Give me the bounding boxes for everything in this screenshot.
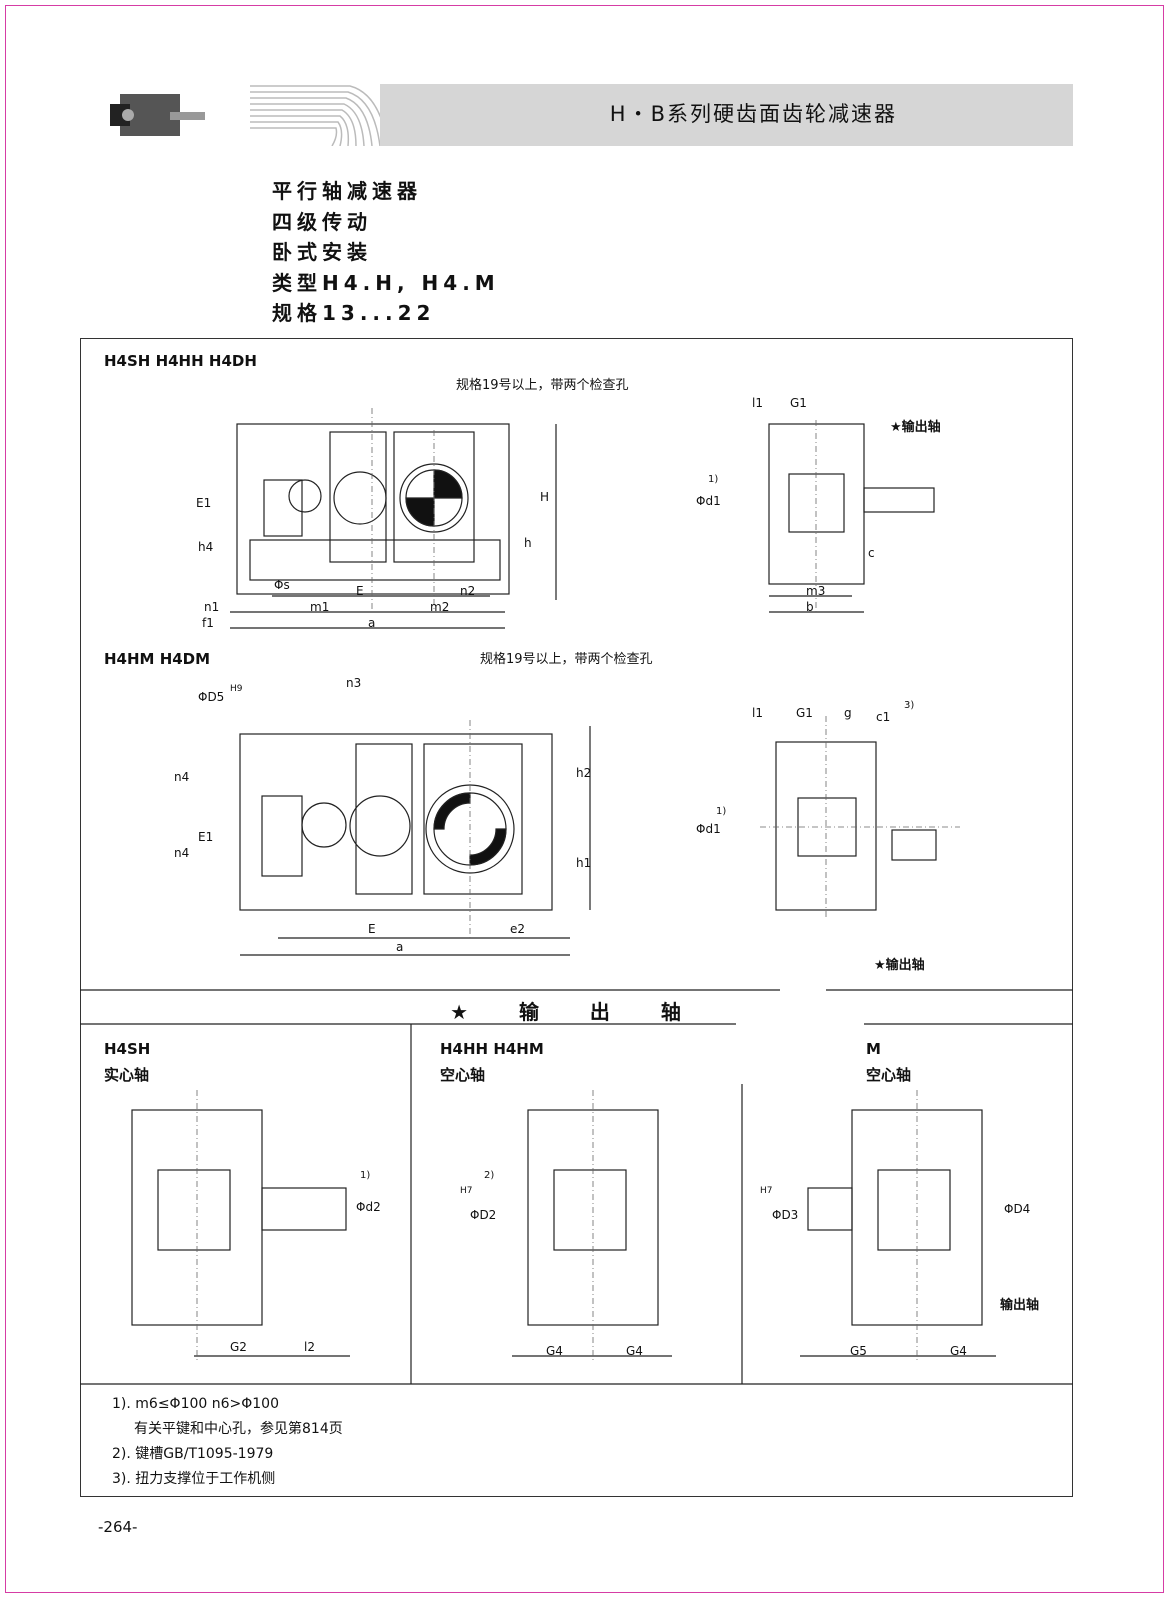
footnotes: 1). m6≤Φ100 n6>Φ100 有关平键和中心孔，参见第814页 2).… <box>112 1392 343 1492</box>
section2-note: 规格19号以上，带两个检查孔 <box>480 652 653 667</box>
section1-output-label: ★输出轴 <box>890 420 941 435</box>
intro-line-sizes: 规格13...22 <box>272 301 436 325</box>
drawing-panel <box>80 338 1073 1497</box>
dim-H9: H9 <box>230 684 243 694</box>
dim-phi-d1: Φd1 <box>696 494 721 508</box>
page-border <box>5 5 1164 1593</box>
page-title: H・B系列硬齿面齿轮减速器 <box>609 102 897 126</box>
col3-dim-phi-D3: ΦD3 <box>772 1208 799 1222</box>
dim-E: E <box>356 584 364 598</box>
col3-output-label: 输出轴 <box>1000 1298 1040 1313</box>
note-ref-3: 3) <box>904 700 915 711</box>
dim-c: c <box>868 546 875 560</box>
header-graphic <box>110 85 389 146</box>
dim-n4-upper: n4 <box>174 770 190 784</box>
footnote-3: 3). 扭力支撑位于工作机侧 <box>112 1471 276 1487</box>
dim-n4-lower: n4 <box>174 846 190 860</box>
intro-line-models: 类型H4.H, H4.M <box>272 270 500 295</box>
col3-title: M <box>866 1040 881 1058</box>
col1-dim-l2: l2 <box>304 1340 315 1354</box>
section1-note: 规格19号以上，带两个检查孔 <box>456 378 629 393</box>
intro-line-type: 平行轴减速器 <box>272 179 422 203</box>
section2-title: H4HM H4DM <box>104 650 211 668</box>
col2-title: H4HH H4HM <box>440 1040 544 1058</box>
note-ref-1: 1) <box>708 474 719 485</box>
col1-title: H4SH <box>104 1040 151 1058</box>
dim-c1: c1 <box>876 710 891 724</box>
dim-e2: e2 <box>510 922 526 936</box>
reducer-thumbnail <box>80 84 389 146</box>
dim-a: a <box>368 616 376 630</box>
intro-line-stages: 四级传动 <box>272 209 372 234</box>
output-shaft-heading: ★ 输 出 轴 <box>80 992 1073 1024</box>
dim-E1: E1 <box>196 496 212 510</box>
dim-phi-d1-2: Φd1 <box>696 822 721 836</box>
col3-dim-H7: H7 <box>760 1186 773 1196</box>
dim-phi-s: Φs <box>274 578 290 592</box>
dim-f1: f1 <box>202 616 214 630</box>
footnote-2: 2). 键槽GB/T1095-1979 <box>112 1446 274 1462</box>
col3-dim-G4: G4 <box>950 1344 967 1358</box>
dim-m1: m1 <box>310 600 330 614</box>
product-intro: 平行轴减速器 四级传动 卧式安装 类型H4.H, H4.M 规格13...22 <box>272 176 500 329</box>
dim-G1-2: G1 <box>796 706 813 720</box>
dim-n1: n1 <box>204 600 220 614</box>
dim-h1: h1 <box>576 856 592 870</box>
col2-dim-phi-D2: ΦD2 <box>470 1208 497 1222</box>
dim-G1: G1 <box>790 396 807 410</box>
dim-h: h <box>524 536 532 550</box>
col1-dim-phi-d2: Φd2 <box>356 1200 381 1214</box>
col2-dim-G4-right: G4 <box>626 1344 643 1358</box>
col2-note-ref: 2) <box>484 1170 495 1181</box>
col2-dim-G4-left: G4 <box>546 1344 563 1358</box>
dim-H: H <box>540 490 550 504</box>
col2-subtitle: 空心轴 <box>440 1066 486 1084</box>
dim-h4: h4 <box>198 540 214 554</box>
dim-l1-2: l1 <box>752 706 763 720</box>
dim-m3: m3 <box>806 584 826 598</box>
col1-note-ref: 1) <box>360 1170 371 1181</box>
dim-n2: n2 <box>460 584 476 598</box>
col1-subtitle: 实心轴 <box>104 1066 150 1084</box>
footnote-1: 1). m6≤Φ100 n6>Φ100 <box>112 1396 279 1412</box>
note-ref-1b: 1) <box>716 806 727 817</box>
section1-title: H4SH H4HH H4DH <box>104 352 257 370</box>
col3-subtitle: 空心轴 <box>866 1066 912 1084</box>
dim-h2: h2 <box>576 766 592 780</box>
dim-E1-2: E1 <box>198 830 214 844</box>
dim-g: g <box>844 706 852 720</box>
col3-dim-phi-D4: ΦD4 <box>1004 1202 1031 1216</box>
col2-dim-H7: H7 <box>460 1186 473 1196</box>
page-number: -264- <box>98 1518 138 1536</box>
dim-n3: n3 <box>346 676 362 690</box>
dim-b: b <box>806 600 814 614</box>
page-header: H・B系列硬齿面齿轮减速器 <box>80 84 1073 146</box>
dim-phi-D5: ΦD5 <box>198 690 225 704</box>
dim-l1: l1 <box>752 396 763 410</box>
section2-output-label: ★输出轴 <box>874 958 925 973</box>
intro-line-mounting: 卧式安装 <box>272 240 372 264</box>
footnote-1-detail: 有关平键和中心孔，参见第814页 <box>134 1421 343 1437</box>
dim-m2: m2 <box>430 600 450 614</box>
col1-dim-G2: G2 <box>230 1340 247 1354</box>
output-shaft-title: ★ 输 出 轴 <box>450 1000 703 1024</box>
dim-E-2: E <box>368 922 376 936</box>
dim-a-2: a <box>396 940 404 954</box>
col3-dim-G5: G5 <box>850 1344 867 1358</box>
